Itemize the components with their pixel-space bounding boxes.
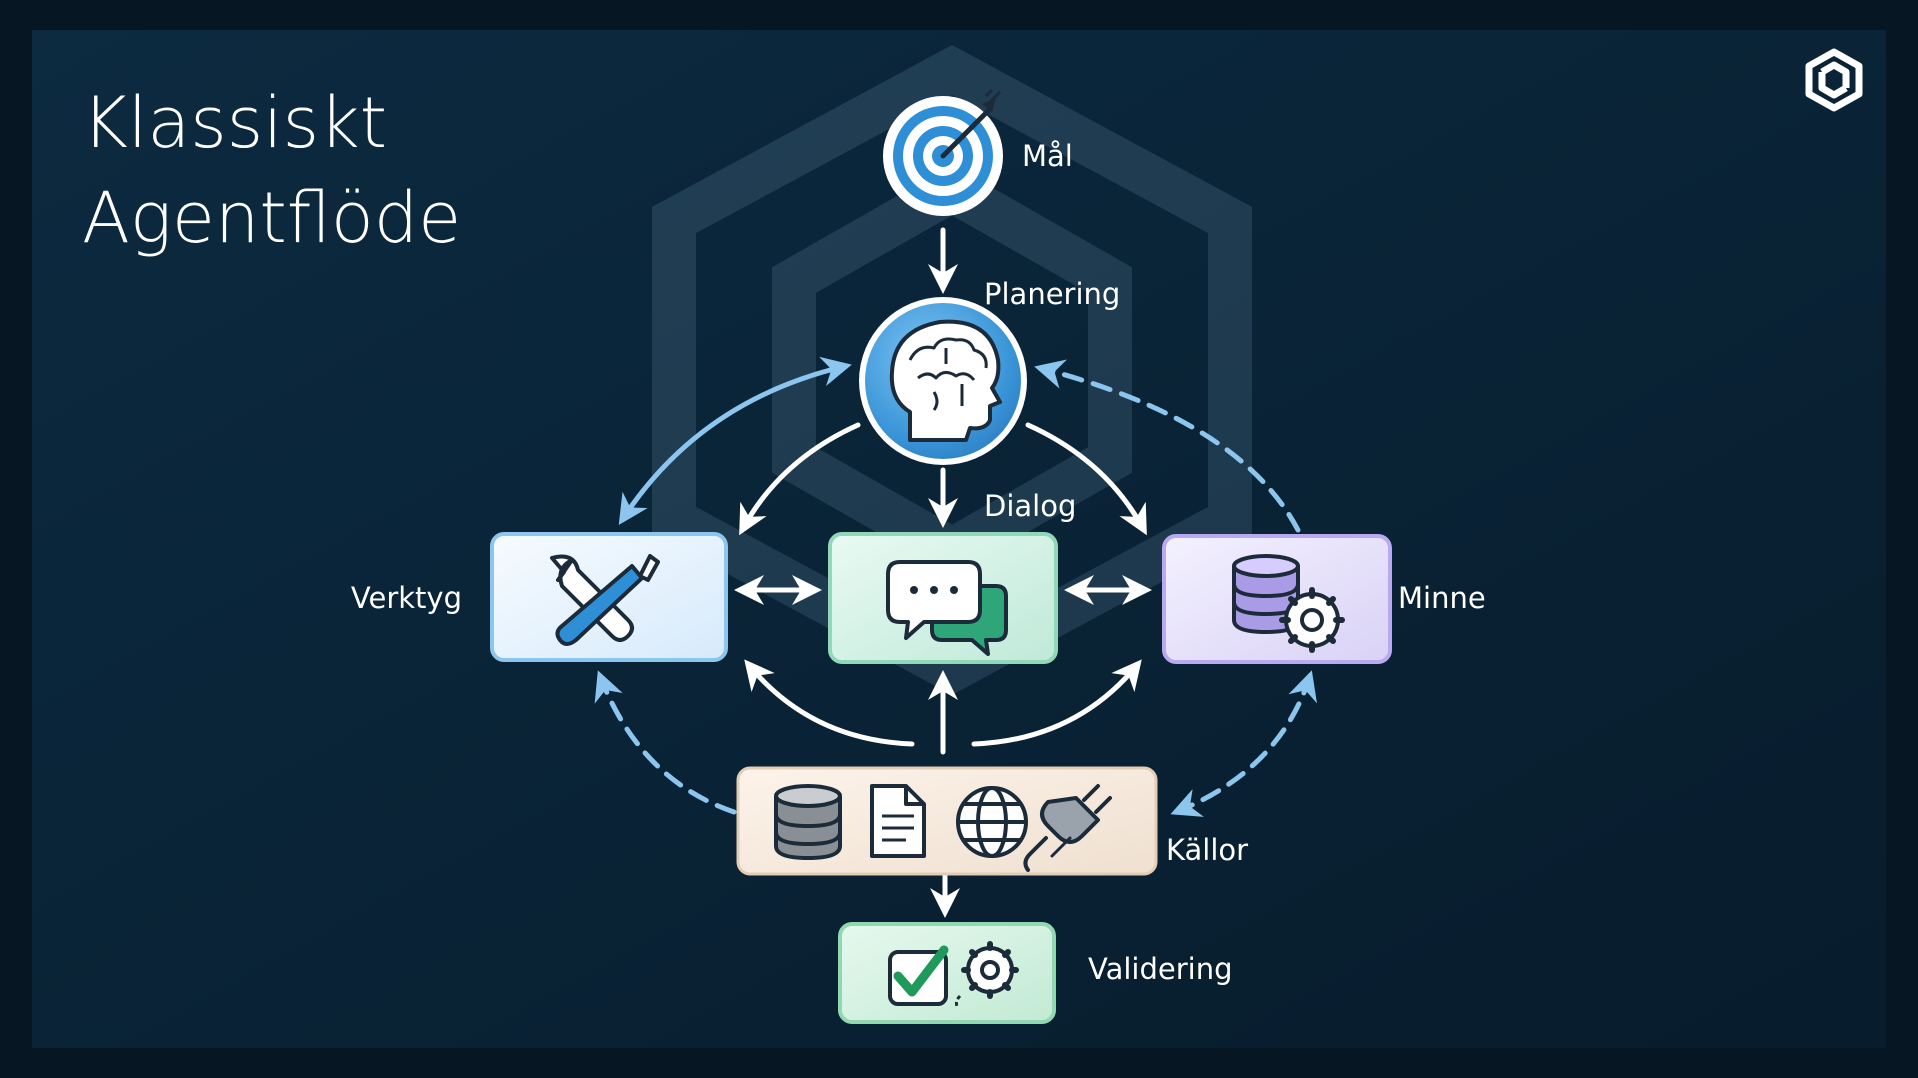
goal-label: Mål (1022, 139, 1073, 173)
dialog-label: Dialog (984, 489, 1076, 523)
connectors (594, 227, 1317, 918)
memory-node[interactable]: Minne (1162, 534, 1486, 664)
planning-label: Planering (984, 277, 1120, 311)
plug-icon (1023, 784, 1112, 872)
arrow-tools-planning (618, 356, 852, 526)
brain-head-icon (889, 319, 1002, 442)
hexagon-logo-icon (1805, 48, 1863, 112)
database-gear-icon (1232, 554, 1345, 653)
memory-label: Minne (1398, 581, 1486, 615)
goal-node: Mål (883, 88, 1073, 216)
sources-node[interactable]: Källor (736, 766, 1248, 876)
arrow-memory-to-planning (1034, 359, 1301, 533)
validation-label: Validering (1088, 952, 1233, 986)
sources-label: Källor (1166, 833, 1248, 867)
dialog-node[interactable] (828, 532, 1058, 664)
title-line-1: Klassiskt (82, 82, 387, 164)
arrow-sources-to-tools (744, 659, 915, 747)
document-icon (870, 784, 926, 858)
arrow-sources-to-tools-dashed (594, 670, 737, 815)
checkbox-gear-icon (888, 941, 1019, 1009)
tools-label: Verktyg (351, 581, 462, 615)
globe-icon (956, 786, 1028, 858)
wrench-screwdriver-icon (550, 554, 660, 646)
arrow-memory-sources-dashed (1170, 670, 1317, 817)
database-icon (774, 784, 842, 861)
planning-node: Planering (859, 277, 1120, 465)
arrow-sources-to-memory (971, 659, 1142, 747)
tools-node[interactable]: Verktyg (351, 532, 728, 662)
target-icon (883, 88, 1003, 216)
arrow-planning-to-memory (1025, 422, 1147, 536)
chat-bubbles-icon (886, 560, 1008, 656)
title-line-2: Agentflöde (82, 177, 461, 259)
validation-node[interactable]: Validering (838, 922, 1233, 1024)
